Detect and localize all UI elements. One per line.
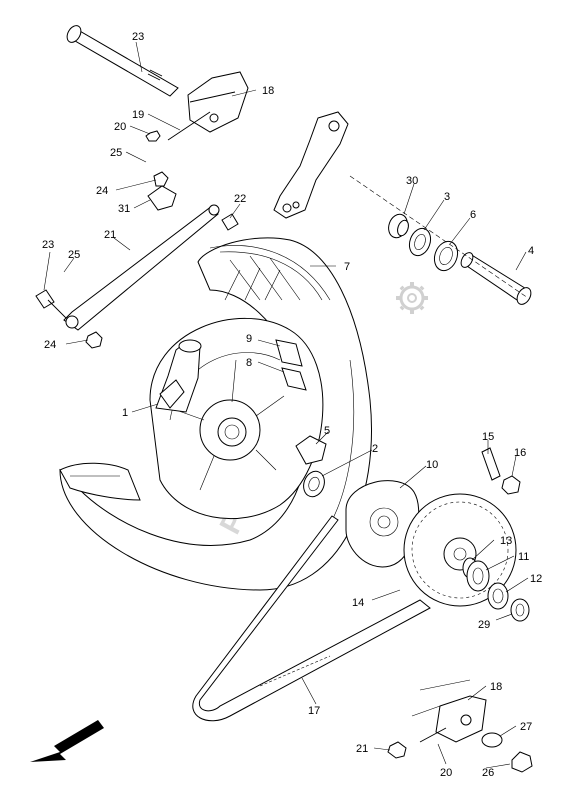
nut-16 (501, 475, 521, 495)
adjuster-block (145, 71, 249, 142)
callout-13: 13 (500, 535, 512, 547)
damper-5 (295, 435, 327, 465)
callout-2: 2 (372, 443, 378, 455)
bearing-6 (433, 240, 459, 272)
nut-24-upper (153, 171, 169, 187)
adjuster-block-lower (411, 679, 487, 743)
washer-28 (481, 732, 503, 748)
brake-pads (275, 339, 307, 391)
collar-30 (510, 598, 530, 622)
callout-11: 11 (518, 551, 529, 563)
callout-20-upper: 19 (132, 109, 144, 121)
gear-icon (396, 282, 428, 314)
callout-24-upper: 24 (96, 185, 108, 197)
callout-3: 3 (444, 191, 450, 203)
nut-27 (511, 751, 533, 773)
bearing-3 (408, 227, 432, 257)
callout-29: 30 (406, 175, 418, 187)
bolt-20-lower (419, 727, 447, 743)
callout-25-left: 25 (68, 249, 80, 261)
bearing-11 (466, 560, 490, 592)
bearing-2 (303, 470, 325, 498)
callout-20-lower: 20 (440, 767, 452, 779)
callout-14: 14 (352, 597, 364, 609)
drive-chain (192, 515, 431, 722)
callout-7: 7 (344, 261, 350, 273)
callout-30: 29 (478, 619, 490, 631)
nut-24-lower (85, 331, 103, 349)
torque-arm (273, 111, 349, 219)
bolt-23-left (35, 289, 67, 319)
callout-27: 26 (482, 767, 494, 779)
brake-caliper (155, 339, 202, 413)
callout-6: 6 (470, 209, 476, 221)
callout-26: 23 (132, 31, 144, 43)
rear-axle (66, 25, 179, 97)
callout-24-lower: 24 (44, 339, 56, 351)
leader-lines (43, 41, 529, 769)
callout-23-upper: 22 (234, 193, 246, 205)
tension-rod (63, 204, 220, 331)
bracket-31 (147, 185, 177, 211)
callout-8: 8 (246, 357, 252, 369)
callout-4: 4 (528, 245, 534, 257)
callout-9: 9 (246, 333, 252, 345)
callout-5: 5 (324, 425, 330, 437)
callout-31: 31 (118, 203, 130, 215)
arrow-down-left-icon (30, 720, 104, 762)
stud-15 (481, 447, 501, 481)
callout-19: 18 (262, 85, 274, 97)
callout-23-left: 23 (42, 239, 54, 251)
callout-labels: 23 18 19 20 25 24 31 22 21 23 25 24 30 3… (42, 31, 542, 779)
callout-28: 27 (520, 721, 532, 733)
callout-12: 12 (530, 573, 542, 585)
callout-17: 17 (308, 705, 320, 717)
callout-25-upper: 25 (110, 147, 122, 159)
callout-22: 21 (104, 229, 116, 241)
nut-21-lower (387, 741, 407, 759)
seal-12 (487, 582, 509, 610)
spacer-4 (460, 252, 532, 305)
rear-tire (59, 237, 372, 591)
bolt-23-upper (221, 213, 239, 231)
collar-29 (388, 213, 409, 239)
callout-1: 1 (122, 407, 128, 419)
callout-15: 15 (482, 431, 494, 443)
callout-21-lower: 21 (356, 743, 368, 755)
callout-18: 18 (490, 681, 502, 693)
callout-10: 10 (426, 459, 438, 471)
callout-16: 16 (514, 447, 526, 459)
callout-21-upper: 20 (114, 121, 126, 133)
